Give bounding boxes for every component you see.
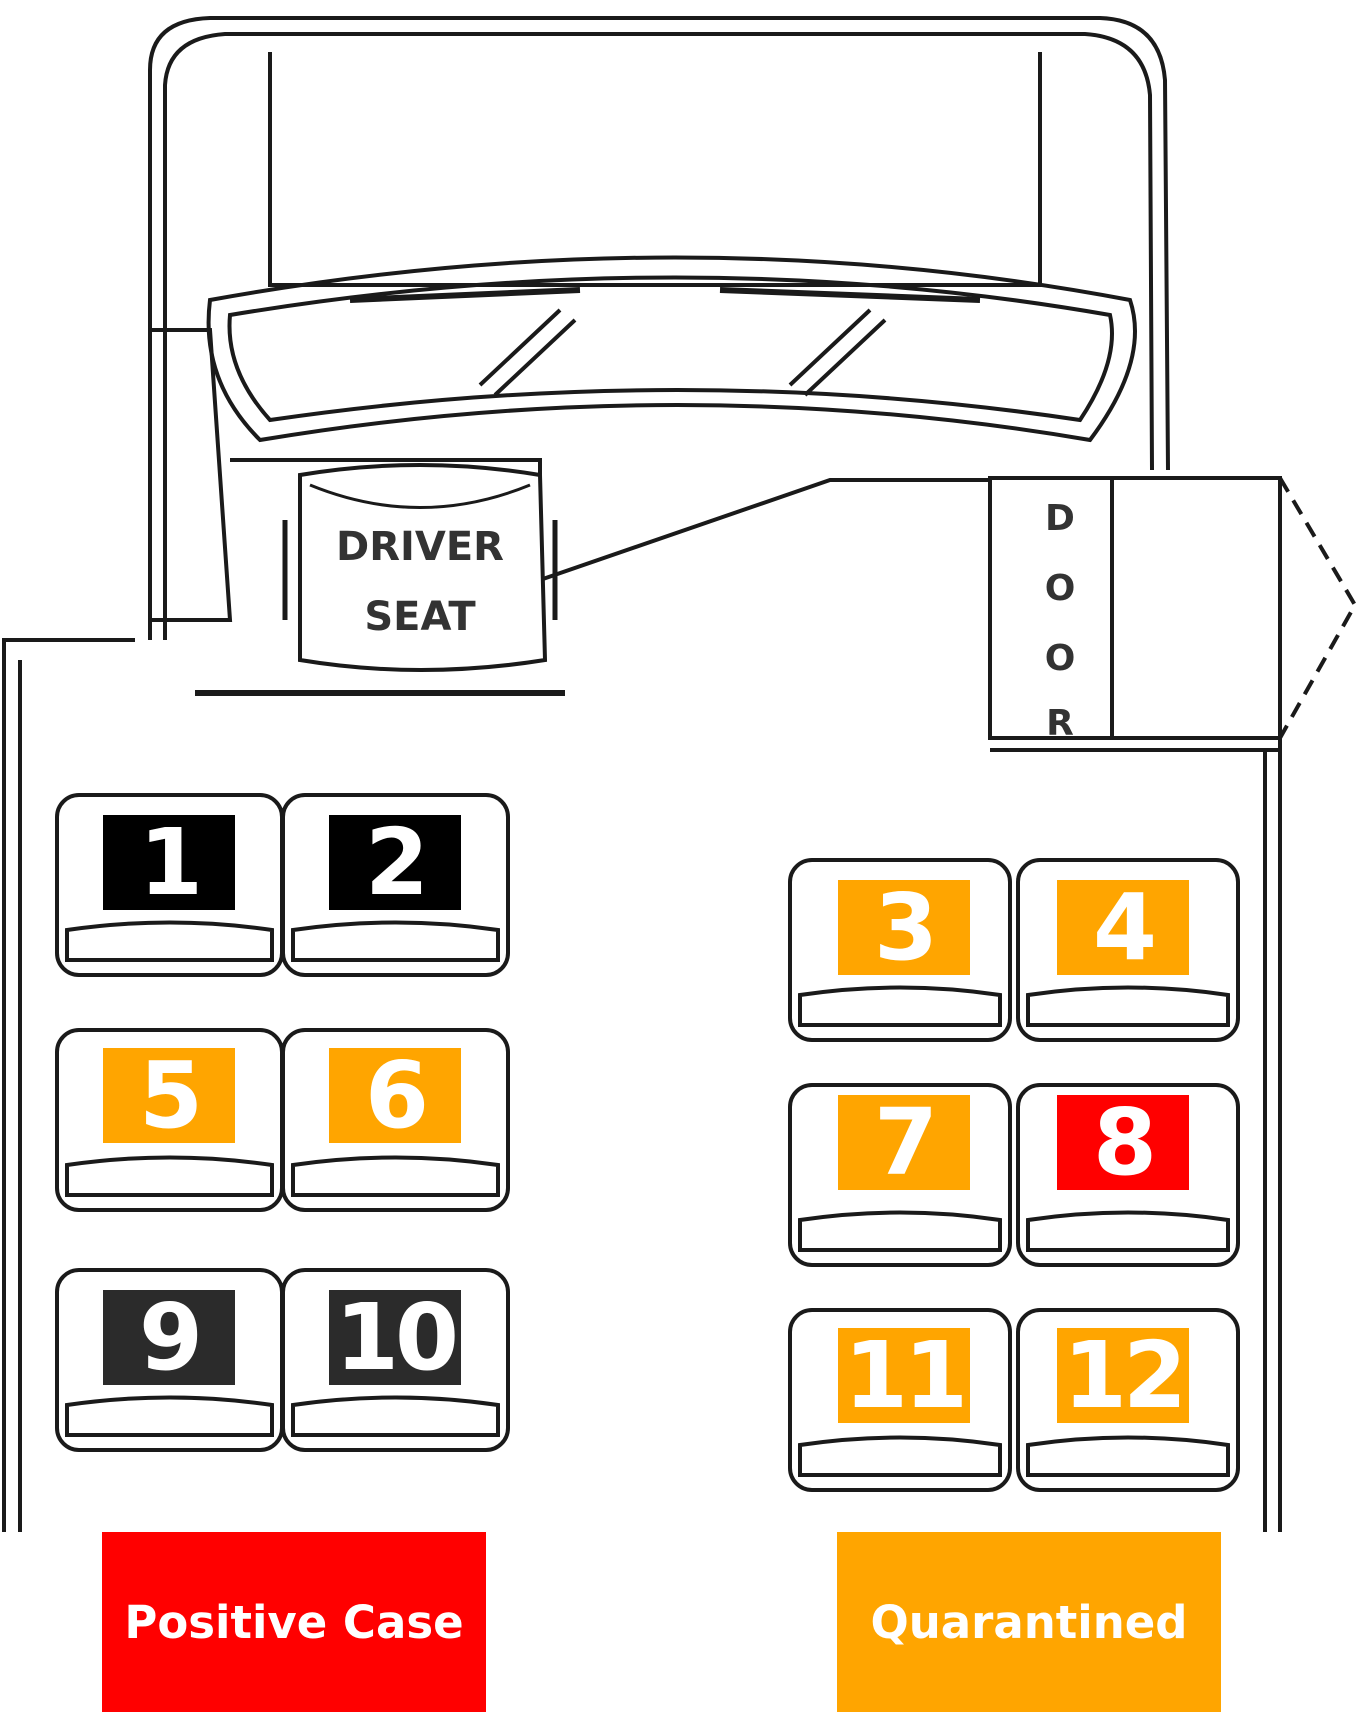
door-letter-2: O bbox=[1045, 568, 1076, 609]
legend-quarantined: Quarantined bbox=[837, 1532, 1221, 1712]
seat-11: 11 bbox=[838, 1328, 970, 1423]
seat-number: 5 bbox=[138, 1041, 203, 1149]
seat-number: 2 bbox=[364, 808, 429, 916]
door: D O O R bbox=[988, 476, 1358, 744]
driver-seat-label-line2: SEAT bbox=[364, 594, 476, 640]
seat-2: 2 bbox=[329, 815, 461, 910]
seat-6: 6 bbox=[329, 1048, 461, 1143]
seat-7: 7 bbox=[838, 1095, 970, 1190]
seat-number: 1 bbox=[138, 808, 203, 916]
seat-10: 10 bbox=[329, 1290, 461, 1385]
door-letter-1: D bbox=[1045, 498, 1075, 539]
seat-number: 12 bbox=[1062, 1321, 1187, 1429]
seat-number: 7 bbox=[873, 1088, 938, 1196]
seat-5: 5 bbox=[103, 1048, 235, 1143]
seat-number: 3 bbox=[873, 873, 938, 981]
seat-12: 12 bbox=[1057, 1328, 1189, 1423]
legend-positive-case: Positive Case bbox=[102, 1532, 486, 1712]
seat-number: 4 bbox=[1092, 873, 1157, 981]
door-letter-3: O bbox=[1045, 638, 1076, 679]
seat-8: 8 bbox=[1057, 1095, 1189, 1190]
legend-quarantined-label: Quarantined bbox=[870, 1595, 1188, 1649]
seat-number: 8 bbox=[1092, 1088, 1157, 1196]
seat-9: 9 bbox=[103, 1290, 235, 1385]
driver-seat: DRIVER SEAT bbox=[195, 463, 565, 696]
seat-number: 10 bbox=[334, 1283, 459, 1391]
driver-seat-label-line1: DRIVER bbox=[336, 524, 504, 570]
seat-number: 6 bbox=[364, 1041, 429, 1149]
seat-3: 3 bbox=[838, 880, 970, 975]
legend-positive-label: Positive Case bbox=[124, 1595, 464, 1649]
seat-number: 11 bbox=[843, 1321, 968, 1429]
bus-body-walls bbox=[2, 638, 1282, 1532]
seat-1: 1 bbox=[103, 815, 235, 910]
door-letter-4: R bbox=[1046, 703, 1074, 744]
seat-number: 9 bbox=[138, 1283, 203, 1391]
seat-4: 4 bbox=[1057, 880, 1189, 975]
